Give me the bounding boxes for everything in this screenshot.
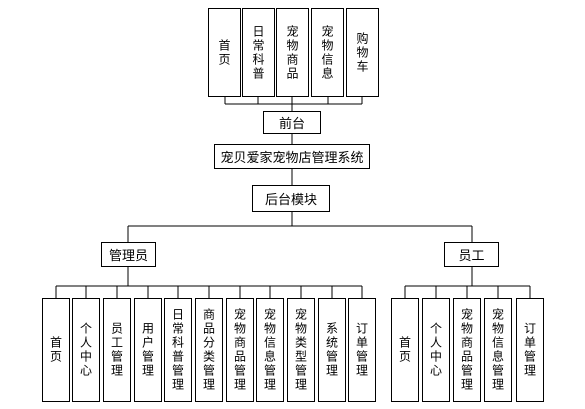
frontend-module-pet-products: 宠物商品	[276, 8, 309, 97]
admin-module-user-management: 用户管理	[134, 298, 162, 402]
staff-module-order-management: 订单管理	[516, 298, 544, 402]
admin-module-system-management: 系统管理	[318, 298, 346, 402]
system-root-node: 宠贝爱家宠物店管理系统	[214, 144, 370, 169]
frontend-module-pet-info: 宠物信息	[311, 8, 344, 97]
admin-module-personal-center: 个人中心	[72, 298, 100, 402]
staff-module-pet-info-management: 宠物信息管理	[484, 298, 512, 402]
admin-module-order-management: 订单管理	[348, 298, 376, 402]
admin-module-pet-products-management: 宠物商品管理	[226, 298, 254, 402]
backend-node: 后台模块	[252, 185, 330, 212]
frontend-module-daily-science: 日常科普	[242, 8, 275, 97]
frontend-node: 前台	[263, 111, 321, 134]
admin-module-pet-type-management: 宠物类型管理	[287, 298, 315, 402]
admin-node: 管理员	[101, 242, 156, 267]
staff-module-home: 首页	[391, 298, 419, 402]
admin-module-home: 首页	[42, 298, 70, 402]
staff-module-personal-center: 个人中心	[422, 298, 450, 402]
admin-module-daily-science-management: 日常科普管理	[164, 298, 192, 402]
staff-node: 员工	[444, 242, 499, 267]
frontend-module-home: 首页	[208, 8, 241, 97]
admin-module-pet-info-management: 宠物信息管理	[256, 298, 284, 402]
admin-module-staff-management: 员工管理	[103, 298, 131, 402]
staff-module-pet-products-management: 宠物商品管理	[453, 298, 481, 402]
admin-module-category-management: 商品分类管理	[195, 298, 223, 402]
frontend-module-cart: 购物车	[346, 8, 379, 97]
